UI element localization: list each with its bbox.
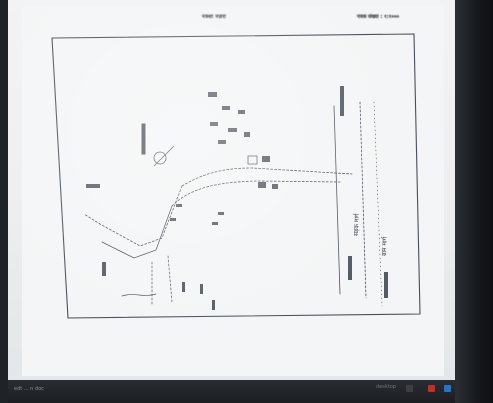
right-label-2	[348, 256, 352, 280]
side-label-vertical: ग्राम मार्ग	[380, 236, 389, 256]
mark-left-4	[170, 218, 176, 221]
tray-app-icon[interactable]	[428, 385, 435, 392]
road-line-far	[373, 101, 383, 307]
left-road-a	[83, 185, 183, 247]
mark-left-3	[176, 204, 182, 207]
house-5	[228, 128, 237, 132]
lower-road	[151, 255, 173, 307]
house-8	[247, 155, 258, 165]
road-line-left	[333, 105, 341, 295]
taskbar-status-text: desktop	[376, 384, 396, 390]
house-2	[222, 106, 230, 110]
house-3	[238, 110, 245, 114]
house-10	[258, 182, 266, 188]
road-line-right	[359, 101, 367, 299]
branch-road-top	[181, 167, 353, 187]
right-label-1	[340, 86, 344, 116]
house-7	[244, 132, 250, 137]
map-frame	[51, 33, 421, 319]
house-11	[272, 184, 278, 189]
house-1	[208, 92, 217, 97]
taskbar-app-item[interactable]: edt ... n doc	[14, 386, 44, 392]
house-9	[262, 156, 270, 162]
doc-header-title: नक्शा नज़रा	[202, 14, 227, 20]
lower-stream	[121, 293, 157, 297]
mark-left-2	[102, 262, 106, 276]
left-road-b	[101, 205, 173, 259]
road-label-vertical: सड़क मार्ग	[352, 213, 361, 237]
mark-bottom-3	[212, 300, 215, 310]
monitor-bezel	[455, 0, 493, 403]
taskbar: edt ... n doc desktop	[8, 380, 455, 403]
right-label-3	[384, 272, 388, 298]
compass-symbol	[141, 123, 175, 167]
house-4	[210, 122, 218, 126]
mark-left-1	[86, 184, 100, 188]
mark-bottom-2	[200, 284, 203, 294]
mark-bottom-1	[182, 282, 185, 292]
monitor-screen: नक्शा नज़रा पत्रक संख्या : १:१०००	[8, 0, 455, 380]
house-13	[212, 222, 218, 225]
scanned-map-page: नक्शा नज़रा पत्रक संख्या : १:१०००	[22, 6, 444, 376]
house-6	[218, 140, 226, 144]
house-12	[218, 212, 224, 215]
branch-road-bottom	[171, 180, 341, 207]
tray-notification-icon[interactable]	[444, 385, 451, 392]
doc-header-scale: पत्रक संख्या : १:१०००	[357, 14, 400, 20]
tray-network-icon[interactable]	[406, 385, 413, 392]
hand-drawn-map: सड़क मार्ग ग्राम मार्ग	[51, 33, 421, 319]
